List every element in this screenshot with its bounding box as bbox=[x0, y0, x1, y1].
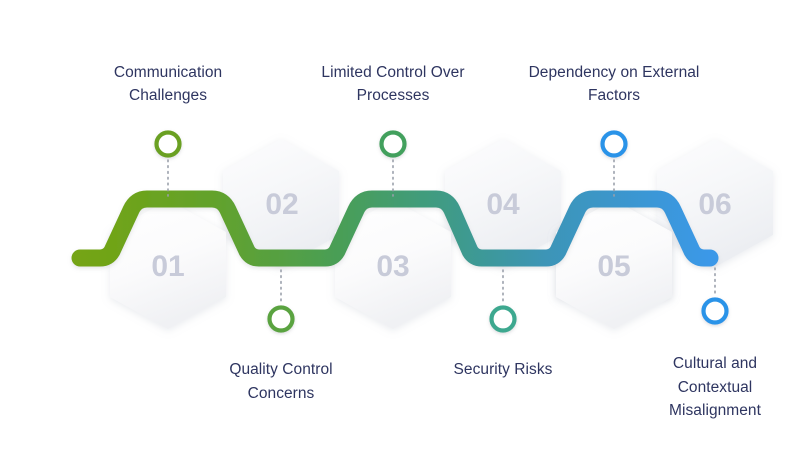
step-number-03: 03 bbox=[376, 250, 409, 283]
hexagon-05-full bbox=[556, 200, 672, 329]
hexagon-02 bbox=[223, 139, 339, 267]
ring-markers bbox=[154, 130, 729, 333]
step-numbers: 01 02 03 04 05 06 bbox=[151, 188, 731, 283]
step-number-05: 05 bbox=[597, 250, 630, 283]
hexagon-03 bbox=[335, 200, 451, 329]
zigzag-progress-path bbox=[71, 190, 719, 267]
step-label-06: Cultural and Contextual Misalignment bbox=[669, 355, 761, 420]
step-label-03: Limited Control Over Processes bbox=[321, 63, 465, 105]
hexagon-04 bbox=[445, 139, 561, 267]
dotted-connectors bbox=[167, 159, 716, 304]
step-number-02: 02 bbox=[265, 188, 298, 221]
ring-marker-02[interactable] bbox=[267, 305, 295, 333]
step-number-06: 06 bbox=[698, 188, 731, 221]
ring-marker-04[interactable] bbox=[489, 305, 517, 333]
ring-marker-03[interactable] bbox=[379, 130, 407, 158]
hexagon-01 bbox=[110, 200, 226, 329]
hexagon-row-lower bbox=[110, 200, 672, 329]
step-number-01: 01 bbox=[151, 250, 184, 283]
step-number-04: 04 bbox=[486, 188, 520, 221]
step-label-05: Dependency on External Factors bbox=[528, 63, 700, 105]
step-label-01: Communication Challenges bbox=[113, 63, 223, 105]
step-label-04: Security Risks bbox=[453, 361, 553, 378]
step-label-02: Quality Control Concerns bbox=[229, 361, 333, 402]
ring-marker-06[interactable] bbox=[701, 297, 729, 325]
ring-marker-01[interactable] bbox=[154, 130, 182, 158]
ring-marker-05[interactable] bbox=[600, 130, 628, 158]
